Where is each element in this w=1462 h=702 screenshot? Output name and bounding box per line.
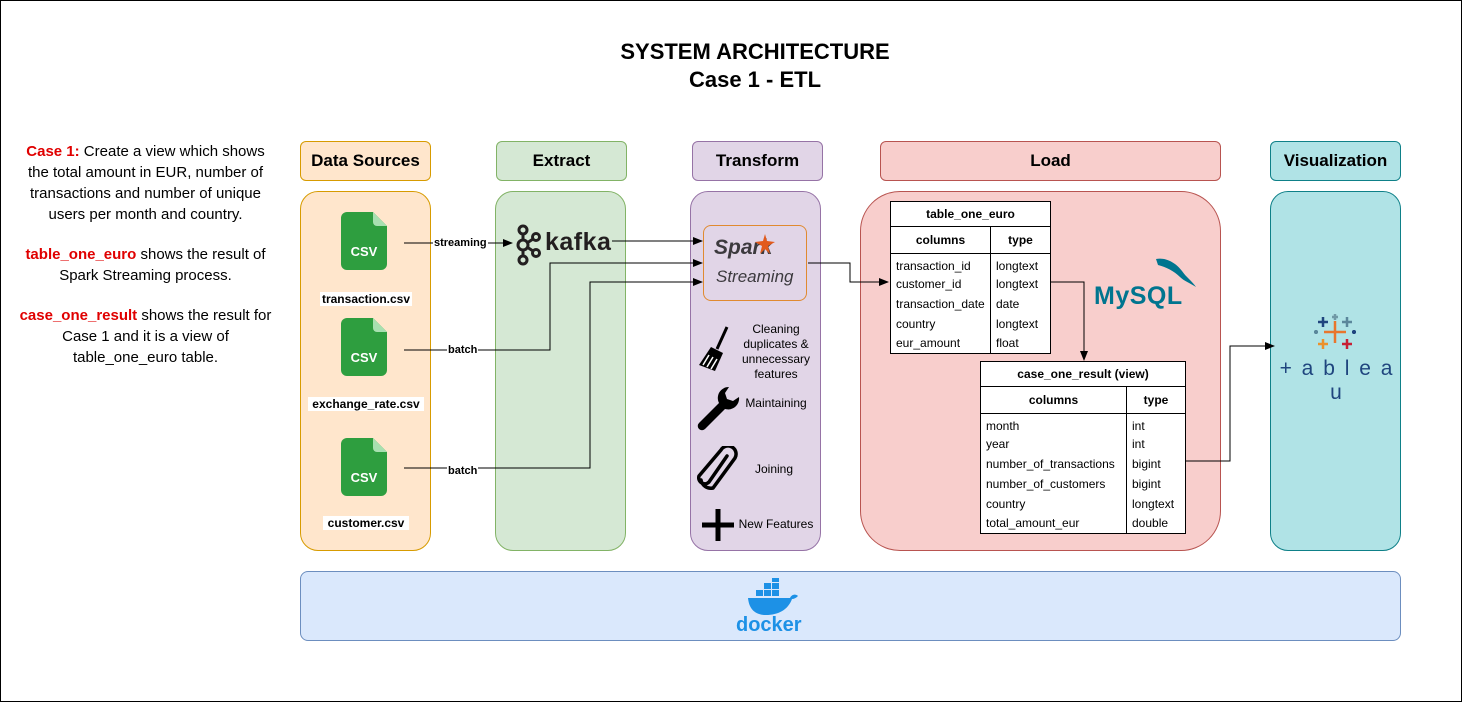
transform-step-joining: Joining (754, 462, 794, 476)
table-header-columns: columns (890, 226, 991, 254)
table-cell-column: number_of_transactions (980, 453, 1127, 474)
note-result: case_one_result shows the result for Cas… (18, 305, 273, 368)
note-result-label: case_one_result (19, 307, 138, 324)
table-one-euro: table_one_euro columns type transaction_… (890, 201, 1051, 354)
csv-text: CSV (351, 470, 378, 485)
csv-text: CSV (351, 244, 378, 259)
edge-view-to-tableau (1186, 342, 1275, 462)
paperclip-icon (697, 446, 738, 490)
mysql-dolphin-icon (1156, 258, 1196, 287)
notes-panel: Case 1: Create a view which shows the to… (18, 141, 273, 387)
extract-column (495, 191, 626, 551)
table-cell-column: customer_id (890, 273, 991, 294)
table-cell-type: float (990, 333, 1051, 354)
transform-step-cleaning: Cleaning duplicates & unnecessary featur… (741, 322, 811, 381)
edge-customer-to-spark (404, 278, 703, 469)
table-header-columns: columns (980, 386, 1127, 414)
note-case1: Case 1: Create a view which shows the to… (18, 141, 273, 225)
table-cell-type: longtext (990, 313, 1051, 334)
csv-file-icon: CSV (341, 212, 387, 270)
transform-step-new-features: New Features (738, 517, 814, 531)
wrench-icon (697, 386, 740, 431)
title-line-2: Case 1 - ETL (688, 67, 822, 92)
diagram-title: SYSTEM ARCHITECTURE Case 1 - ETL (555, 38, 955, 94)
case-one-result-title: case_one_result (view) (980, 361, 1186, 387)
table-cell-type: int (1126, 433, 1186, 454)
transform-step-maintaining: Maintaining (745, 396, 807, 410)
table-cell-type: bigint (1126, 453, 1186, 474)
table-cell-type: longtext (990, 273, 1051, 294)
table-cell-column: country (980, 493, 1127, 514)
edge-label-streaming: streaming (433, 237, 488, 249)
table-cell-type: bigint (1126, 473, 1186, 494)
kafka-icon (516, 224, 541, 266)
edge-label-batch-exchange: batch (447, 344, 479, 356)
note-table: table_one_euro shows the result of Spark… (18, 244, 273, 286)
table-cell-column: transaction_id (890, 253, 991, 274)
table-cell-column: total_amount_eur (980, 513, 1127, 534)
plus-icon (702, 509, 734, 541)
edge-spark-to-table (808, 262, 889, 286)
visualization-column (1270, 191, 1401, 551)
table-cell-column: year (980, 433, 1127, 454)
note-table-text: shows the result of Spark Streaming proc… (59, 246, 266, 284)
note-case1-text: Create a view which shows the total amou… (27, 143, 265, 223)
edge-table-to-view (1050, 281, 1088, 361)
table-header-type: type (990, 226, 1051, 254)
table-cell-type: int (1126, 413, 1186, 434)
note-result-text: shows the result for Case 1 and it is a … (62, 307, 272, 366)
file-label-customer: customer.csv (323, 516, 409, 530)
spark-star-icon (755, 234, 775, 254)
spark-streaming-text: Streaming (716, 267, 794, 286)
table-cell-column: number_of_customers (980, 473, 1127, 494)
table-cell-type: longtext (990, 253, 1051, 274)
stage-header-visualization: Visualization (1270, 141, 1401, 181)
docker-container-bar (300, 571, 1401, 641)
mysql-logo-text: MySQL (1094, 282, 1183, 310)
csv-text: CSV (351, 350, 378, 365)
table-case-one-result: case_one_result (view) columns type mont… (980, 361, 1186, 534)
kafka-logo-text: kafka (545, 228, 612, 256)
docker-logo-text: docker (736, 614, 802, 636)
file-label-transaction: transaction.csv (320, 292, 412, 306)
spark-streaming-box: Spark Streaming (703, 225, 807, 301)
note-table-label: table_one_euro (25, 246, 137, 263)
edge-exchange-to-spark (404, 259, 703, 351)
csv-file-icon: CSV (341, 438, 387, 496)
tableau-logo-text: + a b l e a u (1279, 357, 1395, 404)
stage-header-load: Load (880, 141, 1221, 181)
title-line-1: SYSTEM ARCHITECTURE (620, 39, 890, 64)
stage-header-extract: Extract (496, 141, 627, 181)
table-one-euro-title: table_one_euro (890, 201, 1051, 227)
tableau-mark-icon (1314, 314, 1356, 349)
csv-file-icon: CSV (341, 318, 387, 376)
docker-whale-icon (748, 578, 798, 615)
file-label-exchange-rate: exchange_rate.csv (308, 397, 424, 411)
stage-header-sources: Data Sources (300, 141, 431, 181)
table-cell-type: date (990, 293, 1051, 314)
table-header-type: type (1126, 386, 1186, 414)
broom-icon (699, 326, 729, 371)
table-cell-column: month (980, 413, 1127, 434)
edge-label-batch-customer: batch (447, 465, 479, 477)
stage-header-transform: Transform (692, 141, 823, 181)
table-cell-type: longtext (1126, 493, 1186, 514)
table-cell-column: country (890, 313, 991, 334)
table-cell-column: transaction_date (890, 293, 991, 314)
table-cell-type: double (1126, 513, 1186, 534)
note-case1-label: Case 1: (26, 143, 80, 160)
table-cell-column: eur_amount (890, 333, 991, 354)
